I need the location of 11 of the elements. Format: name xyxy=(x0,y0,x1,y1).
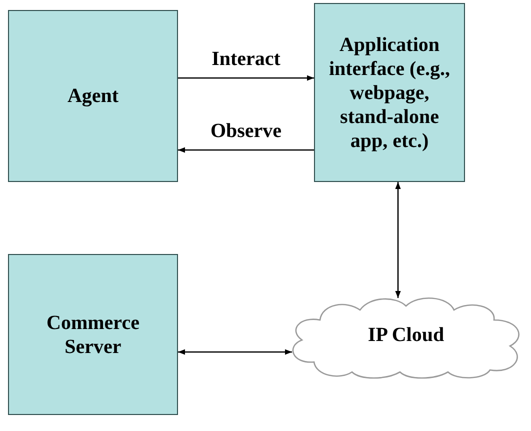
node-label: IP Cloud xyxy=(366,323,446,347)
node-label: Commerce Server xyxy=(46,310,140,358)
process-box xyxy=(8,10,178,182)
arrow xyxy=(395,182,401,298)
process-box xyxy=(314,3,465,182)
arrow xyxy=(178,147,314,153)
arrow xyxy=(178,349,292,355)
node-label: Application interface (e.g., webpage, stand-alone app, etc.) xyxy=(328,32,452,152)
node-label: Agent xyxy=(66,84,120,108)
arrow xyxy=(178,75,314,81)
process-box xyxy=(8,254,178,415)
